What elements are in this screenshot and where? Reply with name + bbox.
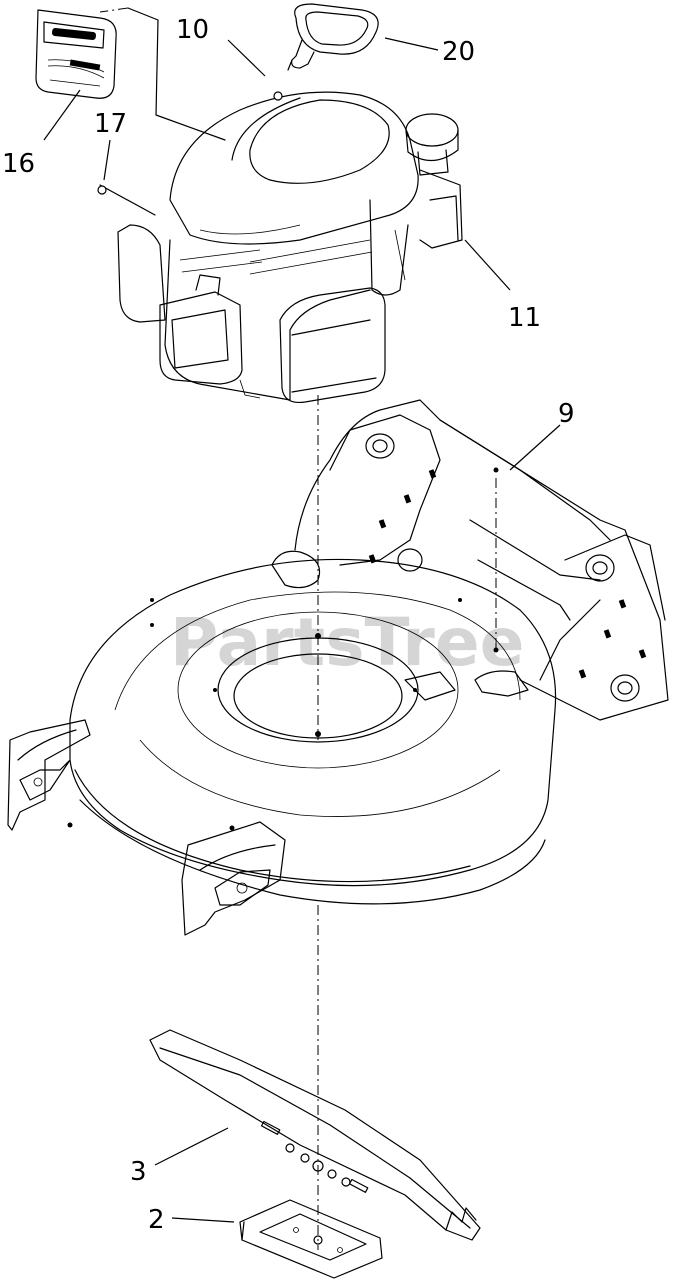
blade-adapter[interactable] — [239, 1199, 383, 1279]
engine[interactable] — [97, 7, 463, 404]
callout-17: 17 — [94, 109, 127, 139]
callout-9: 9 — [558, 399, 575, 429]
leader-line-16 — [43, 89, 81, 141]
starter-handle[interactable] — [287, 3, 379, 71]
watermark-text: PartsTree — [170, 604, 524, 681]
leader-line-20 — [384, 37, 439, 51]
callout-3: 3 — [130, 1157, 147, 1187]
leader-line-3 — [154, 1127, 229, 1166]
callout-11: 11 — [508, 303, 541, 333]
mower-blade[interactable] — [149, 1029, 481, 1241]
leader-line-10 — [227, 39, 266, 77]
callout-16: 16 — [2, 149, 35, 179]
leader-line-2 — [171, 1217, 235, 1223]
callout-10: 10 — [176, 15, 209, 45]
mower-deck[interactable] — [7, 399, 669, 936]
callout-2: 2 — [148, 1205, 165, 1235]
leader-line-9 — [509, 424, 561, 471]
engine-decal[interactable] — [35, 9, 117, 99]
callout-20: 20 — [442, 37, 475, 67]
leader-line-17 — [103, 139, 111, 181]
leader-line-11 — [464, 239, 511, 291]
center-line-decal-bracket — [99, 7, 129, 13]
